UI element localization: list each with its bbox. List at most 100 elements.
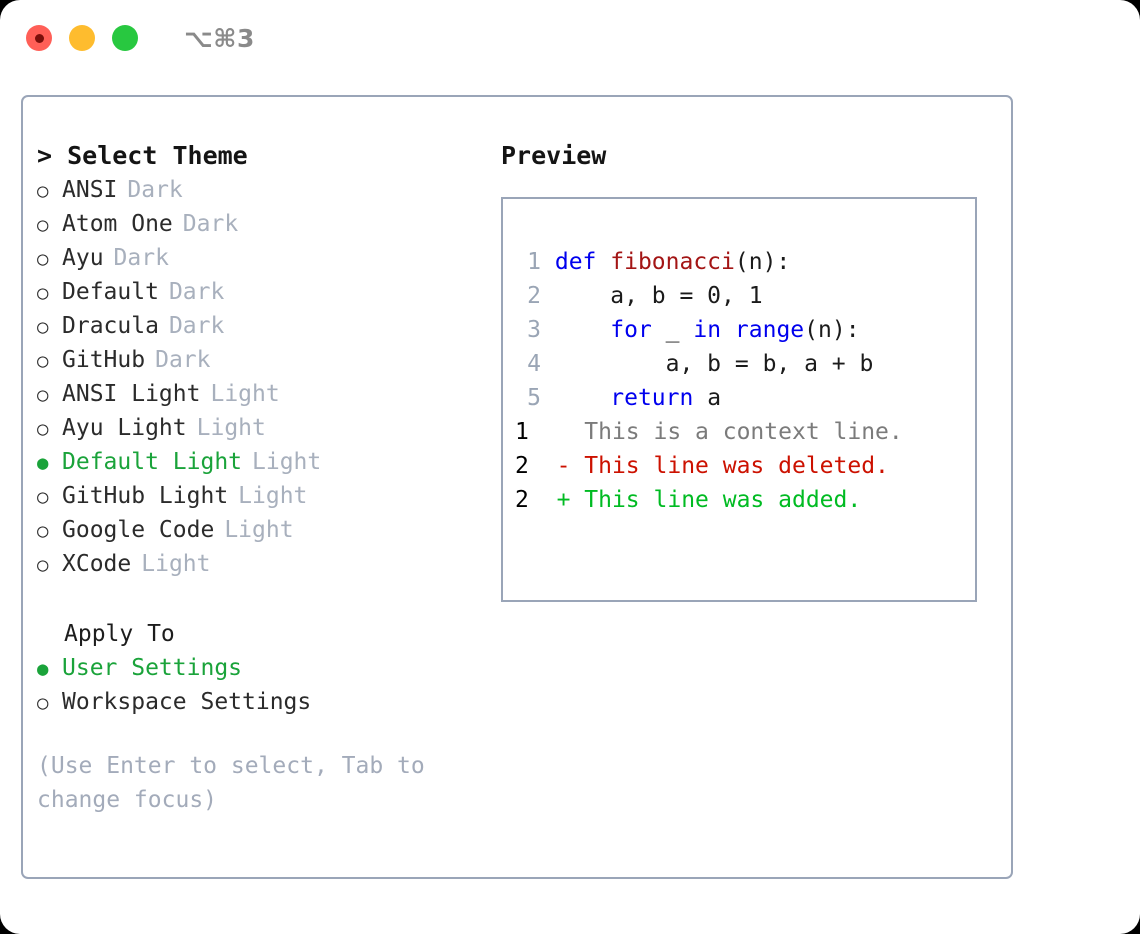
diff-text: This is a context line. [570, 419, 903, 445]
code-token [555, 385, 610, 411]
theme-variant-tag: Light [238, 483, 308, 509]
apply-to-list[interactable]: ●User Settings ○ Workspace Settings [37, 651, 487, 719]
line-number: 3 [527, 317, 541, 343]
line-number: 2 [515, 487, 529, 513]
line-number: 2 [527, 283, 541, 309]
code-line: 1 def fibonacci(n): [515, 245, 873, 279]
code-line: 4 a, b = b, a + b [515, 347, 873, 381]
apply-to-heading: Apply To [64, 621, 175, 647]
code-token: range [734, 317, 805, 343]
theme-name: ANSI Light [62, 381, 201, 407]
keyboard-hint-text: (Use Enter to select, Tab to change focu… [37, 753, 439, 813]
apply-to-item[interactable]: ○ Workspace Settings [37, 685, 487, 719]
code-token [721, 317, 735, 343]
radio-unselected-icon[interactable]: ○ [37, 316, 49, 338]
radio-unselected-icon[interactable]: ○ [37, 520, 49, 542]
theme-name: ANSI [62, 177, 118, 203]
radio-unselected-icon[interactable]: ○ [37, 554, 49, 576]
radio-unselected-icon[interactable]: ○ [37, 214, 49, 236]
code-token [555, 317, 610, 343]
theme-list-item[interactable]: ○ GitHub Dark [37, 343, 487, 377]
apply-to-label: Workspace Settings [62, 689, 312, 715]
code-token: (n): [804, 317, 860, 343]
diff-sign: + [556, 487, 571, 513]
theme-name: GitHub [62, 347, 146, 373]
code-token: a, b = 0, 1 [554, 283, 763, 309]
radio-unselected-icon[interactable]: ○ [37, 418, 49, 440]
theme-list-item[interactable]: ○ ANSI Dark [37, 173, 487, 207]
window-controls [26, 25, 138, 51]
line-number: 1 [527, 249, 541, 275]
theme-variant-tag: Light [224, 517, 294, 543]
diff-line: 2 - This line was deleted. [515, 449, 903, 483]
line-number: 1 [515, 419, 529, 445]
section-spacer [37, 581, 487, 617]
code-token: in [693, 317, 722, 343]
minimize-window-button[interactable] [69, 25, 95, 51]
theme-name: GitHub Light [62, 483, 229, 509]
diff-text: This line was added. [570, 487, 862, 513]
theme-variant-tag: Light [252, 449, 322, 475]
theme-list-item[interactable]: ○ GitHub Light Light [37, 479, 487, 513]
code-token: _ [651, 317, 694, 343]
code-token: (n): [734, 249, 791, 275]
radio-unselected-icon[interactable]: ○ [37, 692, 49, 714]
code-token: a [693, 385, 722, 411]
page-title: > Select Theme [37, 141, 248, 170]
apply-to-item[interactable]: ●User Settings [37, 651, 487, 685]
diff-line: 2 + This line was added. [515, 483, 903, 517]
diff-sign: - [556, 453, 571, 479]
theme-list-item[interactable]: ○ Ayu Light Light [37, 411, 487, 445]
diff-sample: 1 This is a context line. 2 - This line w… [515, 415, 903, 517]
theme-name: Default Light [62, 449, 243, 475]
theme-variant-tag: Light [196, 415, 266, 441]
code-line: 3 for _ in range(n): [515, 313, 873, 347]
theme-list-item[interactable]: ○ Google Code Light [37, 513, 487, 547]
theme-list-item[interactable]: ○ Atom One Dark [37, 207, 487, 241]
code-line: 5 return a [515, 381, 873, 415]
theme-variant-tag: Light [141, 551, 211, 577]
code-token: a, b = b, a + b [554, 351, 874, 377]
radio-unselected-icon[interactable]: ○ [37, 282, 49, 304]
radio-unselected-icon[interactable]: ○ [37, 180, 49, 202]
theme-name: Dracula [62, 313, 159, 339]
radio-unselected-icon[interactable]: ○ [37, 384, 49, 406]
theme-variant-tag: Dark [168, 313, 225, 339]
theme-list-item[interactable]: ○ XCode Light [37, 547, 487, 581]
theme-name: Google Code [62, 517, 215, 543]
theme-variant-tag: Dark [182, 211, 239, 237]
radio-unselected-icon[interactable]: ○ [37, 248, 49, 270]
radio-unselected-icon[interactable]: ○ [37, 350, 49, 372]
radio-unselected-icon[interactable]: ○ [37, 486, 49, 508]
line-number: 5 [527, 385, 541, 411]
radio-selected-icon[interactable]: ● [37, 452, 49, 474]
line-number: 4 [527, 351, 541, 377]
theme-variant-tag: Dark [168, 279, 225, 305]
theme-name: Atom One [62, 211, 173, 237]
radio-selected-icon[interactable]: ● [37, 658, 49, 680]
close-window-button[interactable] [26, 25, 52, 51]
code-line: 2 a, b = 0, 1 [515, 279, 873, 313]
theme-variant-tag: Dark [127, 177, 183, 203]
preview-title: Preview [501, 141, 607, 170]
code-token: for [610, 317, 652, 343]
theme-list-item[interactable]: ○ Dracula Dark [37, 309, 487, 343]
theme-name: Ayu Light [62, 415, 187, 441]
theme-list-item[interactable]: ● Default Light Light [37, 445, 487, 479]
code-token: return [610, 385, 694, 411]
theme-variant-tag: Dark [155, 347, 211, 373]
diff-text: This line was deleted. [570, 453, 889, 479]
maximize-window-button[interactable] [112, 25, 138, 51]
code-token: def [554, 249, 611, 275]
line-number: 2 [515, 453, 529, 479]
theme-name: XCode [62, 551, 132, 577]
theme-variant-tag: Dark [113, 245, 169, 271]
